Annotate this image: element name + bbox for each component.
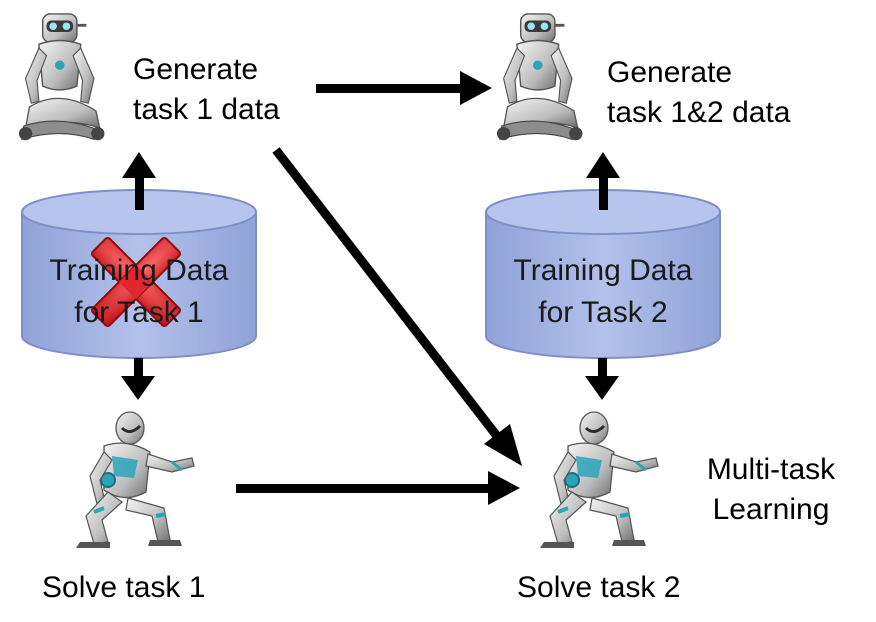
sitting-robot-icon-left (17, 12, 106, 142)
multitask-learning-label: Multi-task Learning (686, 450, 856, 530)
db-task1-label: Training Data for Task 1 (22, 250, 256, 334)
arrow-db2-to-gen12 (586, 152, 620, 210)
arrow-gen1-to-solve2 (272, 147, 522, 466)
crouching-robot-icon-left (74, 410, 196, 550)
db-task2-label: Training Data for Task 2 (486, 250, 720, 334)
multitask-line2: Learning (712, 493, 830, 526)
generate-task1-line1: Generate (133, 53, 259, 86)
red-x-icon (90, 236, 182, 328)
db-task2-line1: Training Data (513, 254, 693, 287)
arrow-solve1-to-solve2 (236, 471, 520, 505)
generate-task12-line2: task 1&2 data (607, 96, 791, 129)
db-task2-line2: for Task 2 (538, 296, 668, 329)
generate-task1-line2: task 1 data (133, 93, 280, 126)
arrows (121, 71, 620, 505)
solve-task1-label: Solve task 1 (42, 571, 206, 604)
generate-task12-line1: Generate (607, 56, 733, 89)
sitting-robot-icon-right (495, 12, 584, 142)
arrow-db1-to-solve1 (121, 358, 155, 400)
arrow-gen1-to-gen12 (316, 71, 492, 105)
solve-task2-label: Solve task 2 (517, 571, 681, 604)
db-task1-line2: for Task 1 (74, 296, 204, 329)
generate-task12-label: Generate task 1&2 data (607, 53, 790, 133)
db-task1-line1: Training Data (49, 254, 229, 287)
multitask-line1: Multi-task (706, 453, 836, 486)
generate-task1-label: Generate task 1 data (133, 50, 280, 130)
arrow-db2-to-solve2 (585, 358, 619, 400)
database-cylinder-task2 (485, 189, 721, 359)
crouching-robot-icon-right (538, 410, 660, 550)
arrow-db1-to-gen1 (122, 152, 156, 210)
